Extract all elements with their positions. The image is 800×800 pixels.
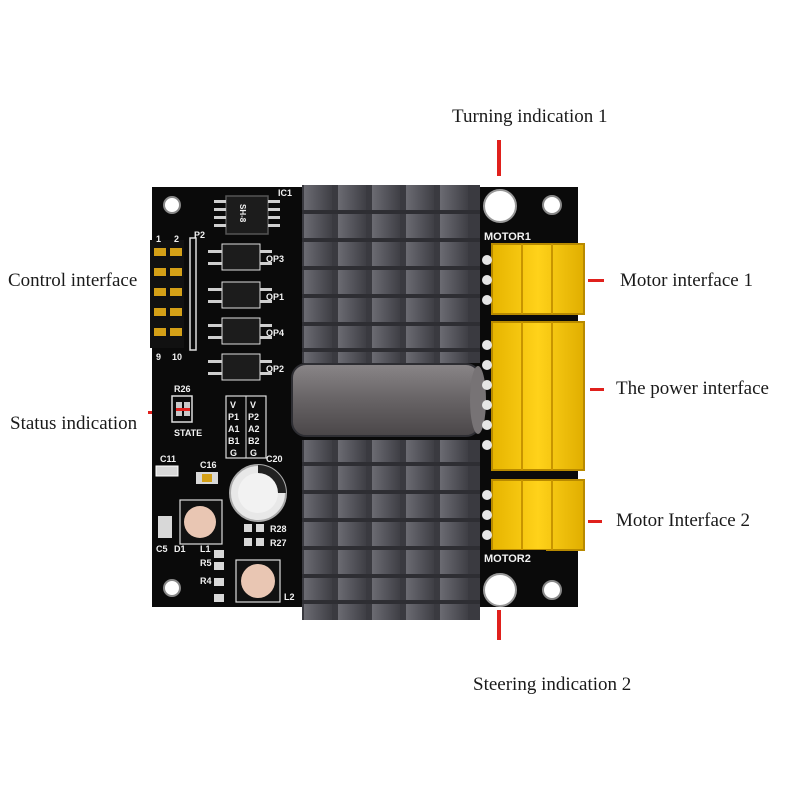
pin-table-right: V P2 A2 B2 G (248, 400, 260, 458)
silk-r28: R28 (270, 524, 287, 534)
control-interface-label: Control interface (8, 270, 138, 291)
silk-l1: L1 (200, 544, 211, 554)
status-indication-label: Status indication (10, 413, 138, 434)
pin-table-right-3: B2 (248, 436, 260, 446)
silk-p2: P2 (194, 230, 205, 240)
silk-pin1: 1 (156, 234, 161, 244)
smd-components (155, 465, 264, 602)
power-indicator-line (590, 388, 604, 391)
silk-pin10: 10 (172, 352, 182, 362)
motor2-label-box (482, 550, 546, 564)
pin-table-left-3: B1 (228, 436, 240, 446)
ic1-chip (214, 195, 280, 235)
terminal-pads (482, 255, 492, 540)
silk-chip: SH-8 (238, 204, 247, 223)
pin-table-right-2: A2 (248, 424, 260, 434)
motor-interface-1-label: Motor interface 1 (620, 270, 753, 291)
silk-pin9: 9 (156, 352, 161, 362)
silk-op1: OP1 (266, 292, 284, 302)
silk-c20: C20 (266, 454, 283, 464)
steering-indicator-line (497, 610, 501, 640)
silk-op2: OP2 (266, 364, 284, 374)
silk-pin2: 2 (174, 234, 179, 244)
inductor-l-small (179, 499, 223, 545)
turning-indicator-line (497, 140, 501, 176)
power-interface-label: The power interface (616, 378, 769, 399)
silk-l2: L2 (284, 592, 295, 602)
pin-table-left: V P1 A1 B1 G (228, 400, 240, 458)
optocouplers (208, 243, 272, 381)
motor-2-indicator-line (588, 520, 602, 523)
bulk-capacitor (291, 363, 486, 437)
silk-r27: R27 (270, 538, 287, 548)
heatsink-bottom (302, 440, 480, 620)
motor-1-terminal (491, 243, 585, 315)
silk-ic1: IC1 (278, 188, 292, 198)
silk-d1: D1 (174, 544, 186, 554)
silk-op4: OP4 (266, 328, 284, 338)
motor1-label-box (482, 229, 546, 243)
pin-table-left-2: A1 (228, 424, 240, 434)
pin-table-left-1: P1 (228, 412, 239, 422)
mounting-holes (163, 195, 562, 600)
silk-r4: R4 (200, 576, 212, 586)
control-pin-header (150, 237, 197, 351)
motor-1-indicator-line (588, 279, 604, 282)
silk-c11: C11 (160, 454, 176, 464)
pin-table-left-4: G (230, 448, 237, 458)
silk-motor1: MOTOR1 (484, 231, 531, 243)
silk-c5: C5 (156, 544, 168, 554)
pin-table-left-0: V (230, 400, 236, 410)
power-terminal (491, 321, 585, 471)
heatsink-top (302, 185, 480, 363)
silk-r26: R26 (174, 384, 191, 394)
steering-indicator-led (483, 573, 517, 607)
silk-c16: C16 (200, 460, 217, 470)
inductor-l2 (235, 559, 281, 603)
motor-interface-2-label: Motor Interface 2 (616, 510, 750, 531)
silk-motor2: MOTOR2 (484, 553, 531, 565)
pin-table-right-4: G (250, 448, 257, 458)
silk-r5: R5 (200, 558, 212, 568)
silk-state: STATE (174, 428, 202, 438)
motor-2-terminal (491, 479, 585, 551)
pin-table (225, 395, 267, 459)
turning-indication-1-label: Turning indication 1 (452, 106, 608, 127)
turning-indicator-led (483, 189, 517, 223)
capacitor-c20 (229, 464, 287, 522)
silk-op3: OP3 (266, 254, 284, 264)
steering-indication-2-label: Steering indication 2 (473, 674, 632, 695)
pin-table-right-0: V (250, 400, 256, 410)
state-led (171, 395, 193, 423)
pin-table-right-1: P2 (248, 412, 259, 422)
